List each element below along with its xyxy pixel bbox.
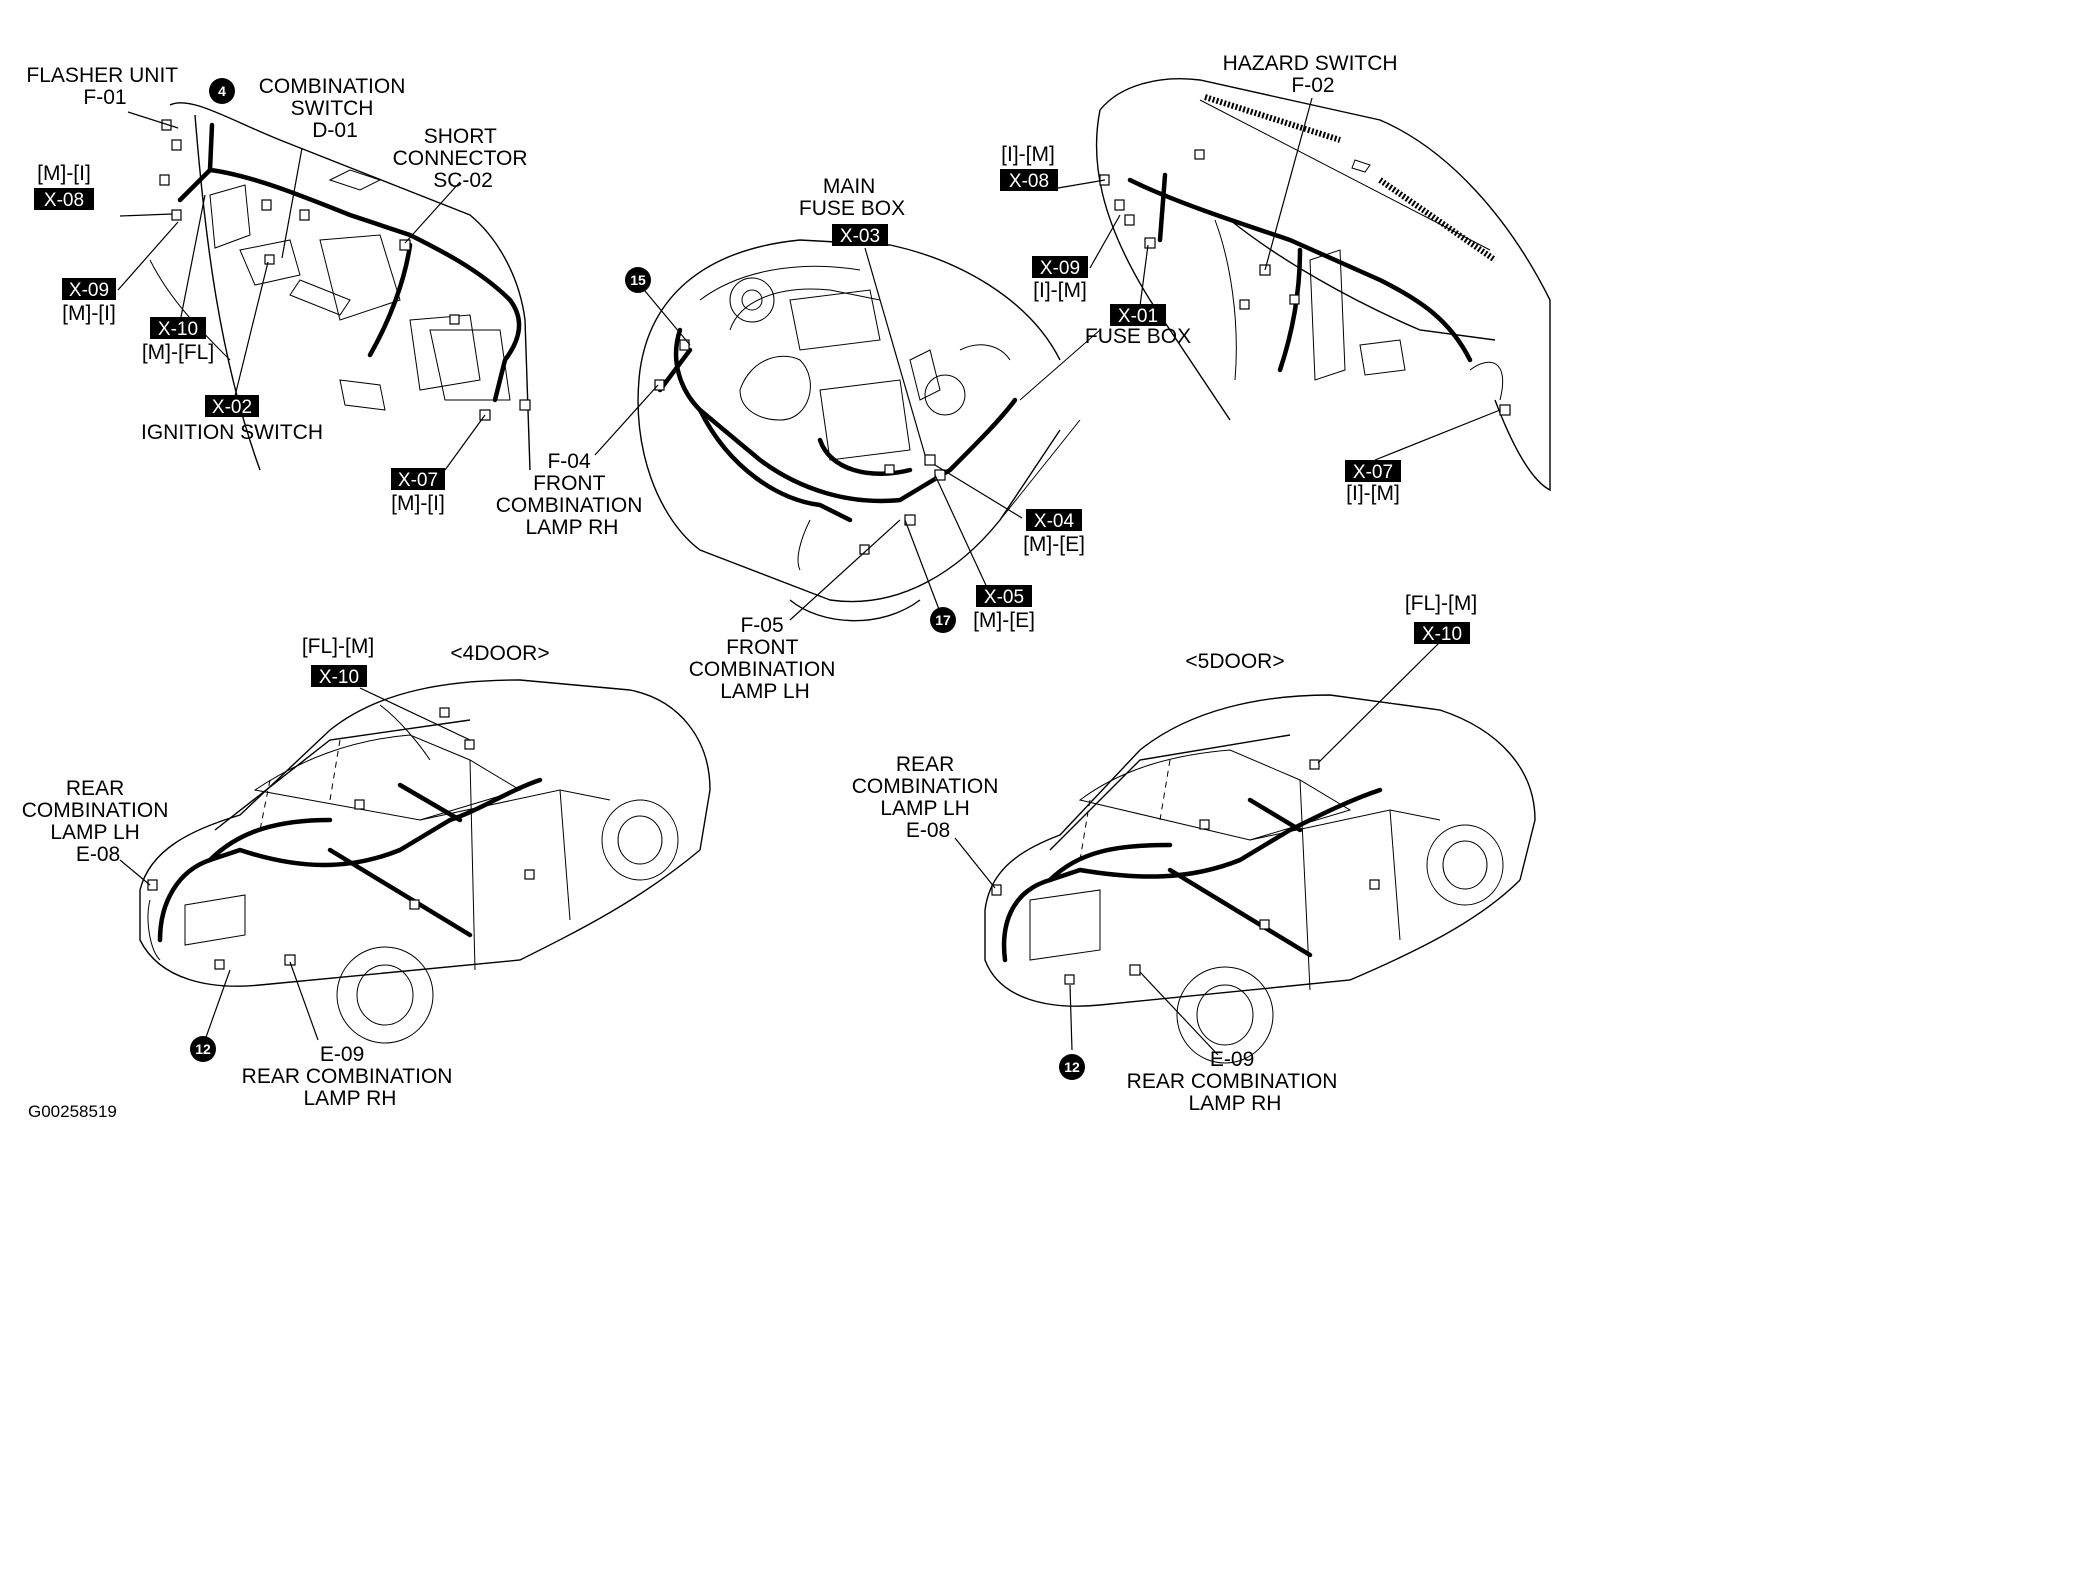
label-rear-lamp-rh-5door: E-09 REAR COMBINATION LAMP RH <box>1127 1048 1344 1115</box>
ground-marker-17: 17 <box>930 607 956 633</box>
label-4door: <4DOOR> <box>450 642 549 665</box>
tag-x03: X-03 <box>832 224 888 247</box>
tag-x08-right: [I]-[M] X-08 <box>1000 143 1058 192</box>
panel-5door-car <box>954 641 1536 1064</box>
tag-x08-left-code: X-08 <box>44 190 84 211</box>
tag-x10-left-code: X-10 <box>158 319 198 340</box>
tag-x04-sub: [M]-[E] <box>1023 533 1085 556</box>
tag-x08-left-sub: [M]-[I] <box>37 162 91 185</box>
tag-x08-right-sub: [I]-[M] <box>1001 143 1055 166</box>
tag-x10-left: X-10 [M]-[FL] <box>142 317 214 364</box>
tag-x10-4door-code: X-10 <box>319 667 359 688</box>
label-ignition-switch: IGNITION SWITCH <box>141 421 323 444</box>
tag-x04: X-04 [M]-[E] <box>1023 509 1085 556</box>
label-rear-lamp-rh-4door: E-09 REAR COMBINATION LAMP RH <box>242 1043 459 1110</box>
label-front-lamp-lh: F-05 FRONT COMBINATION LAMP LH <box>689 614 841 703</box>
tag-x10-4door-sub: [FL]-[M] <box>302 635 374 658</box>
ground-marker-15: 15 <box>625 267 651 293</box>
tag-x09-left-sub: [M]-[I] <box>62 302 116 325</box>
label-rear-lamp-lh-4door: REAR COMBINATION LAMP LH E-08 <box>22 777 174 866</box>
panel-4door-car <box>119 679 711 1044</box>
svg-text:12: 12 <box>195 1041 211 1057</box>
ground-marker-4: 4 <box>209 78 235 104</box>
tag-x07-left-sub: [M]-[I] <box>391 492 445 515</box>
tag-x09-right-sub: [I]-[M] <box>1033 279 1087 302</box>
tag-x02-code: X-02 <box>212 397 252 418</box>
tag-x07-left-code: X-07 <box>398 470 438 491</box>
tag-x01: X-01 <box>1110 304 1166 327</box>
panel-dashboard <box>1057 78 1551 492</box>
tag-x05: X-05 [M]-[E] <box>973 585 1035 632</box>
tag-x10-5door: [FL]-[M] X-10 <box>1405 592 1477 645</box>
ground-marker-12-5door: 12 <box>1059 1054 1085 1080</box>
tag-x05-sub: [M]-[E] <box>973 609 1035 632</box>
tag-x10-4door: [FL]-[M] X-10 <box>302 635 374 688</box>
tag-x07-right-code: X-07 <box>1353 462 1393 483</box>
label-fuse-box: FUSE BOX <box>1085 325 1191 348</box>
panel-steering-area <box>117 102 531 471</box>
label-front-lamp-rh: F-04 FRONT COMBINATION LAMP RH <box>496 450 648 539</box>
tag-x09-left: X-09 [M]-[I] <box>62 278 116 325</box>
label-5door: <5DOOR> <box>1185 650 1284 673</box>
tag-x09-right-code: X-09 <box>1040 258 1080 279</box>
tag-x10-5door-code: X-10 <box>1422 624 1462 645</box>
label-combination-switch: COMBINATION SWITCH D-01 <box>259 75 411 142</box>
tag-x09-right: X-09 [I]-[M] <box>1032 256 1088 302</box>
svg-text:12: 12 <box>1064 1059 1080 1075</box>
figure-code: G00258519 <box>28 1102 117 1121</box>
svg-text:17: 17 <box>935 612 951 628</box>
tag-x07-left: X-07 [M]-[I] <box>391 468 445 515</box>
tag-x07-right-sub: [I]-[M] <box>1346 482 1400 505</box>
label-main-fuse-box: MAIN FUSE BOX <box>799 175 905 220</box>
tag-x09-left-code: X-09 <box>69 280 109 301</box>
tag-x08-right-code: X-08 <box>1009 171 1049 192</box>
tag-x04-code: X-04 <box>1034 511 1075 532</box>
tag-x01-code: X-01 <box>1118 306 1158 327</box>
wiring-harness-diagram: FLASHER UNIT F-01 COMBINATION SWITCH D-0… <box>22 52 1551 1121</box>
tag-x02: X-02 <box>205 395 259 418</box>
ground-marker-12-4door: 12 <box>190 1036 216 1062</box>
label-flasher-unit: FLASHER UNIT F-01 <box>26 64 183 109</box>
panel-engine-bay <box>594 239 1101 622</box>
tag-x10-left-sub: [M]-[FL] <box>142 341 214 364</box>
tag-x10-5door-sub: [FL]-[M] <box>1405 592 1477 615</box>
tag-x08-left: [M]-[I] X-08 <box>34 162 94 211</box>
tag-x05-code: X-05 <box>984 587 1024 608</box>
svg-text:15: 15 <box>630 272 646 288</box>
tag-x03-code: X-03 <box>840 226 880 247</box>
label-hazard-switch: HAZARD SWITCH F-02 <box>1223 52 1404 97</box>
tag-x07-right: X-07 [I]-[M] <box>1345 460 1401 505</box>
svg-text:4: 4 <box>218 83 226 99</box>
label-short-connector: SHORT CONNECTOR SC-02 <box>393 125 534 192</box>
label-rear-lamp-lh-5door: REAR COMBINATION LAMP LH E-08 <box>852 753 1004 842</box>
